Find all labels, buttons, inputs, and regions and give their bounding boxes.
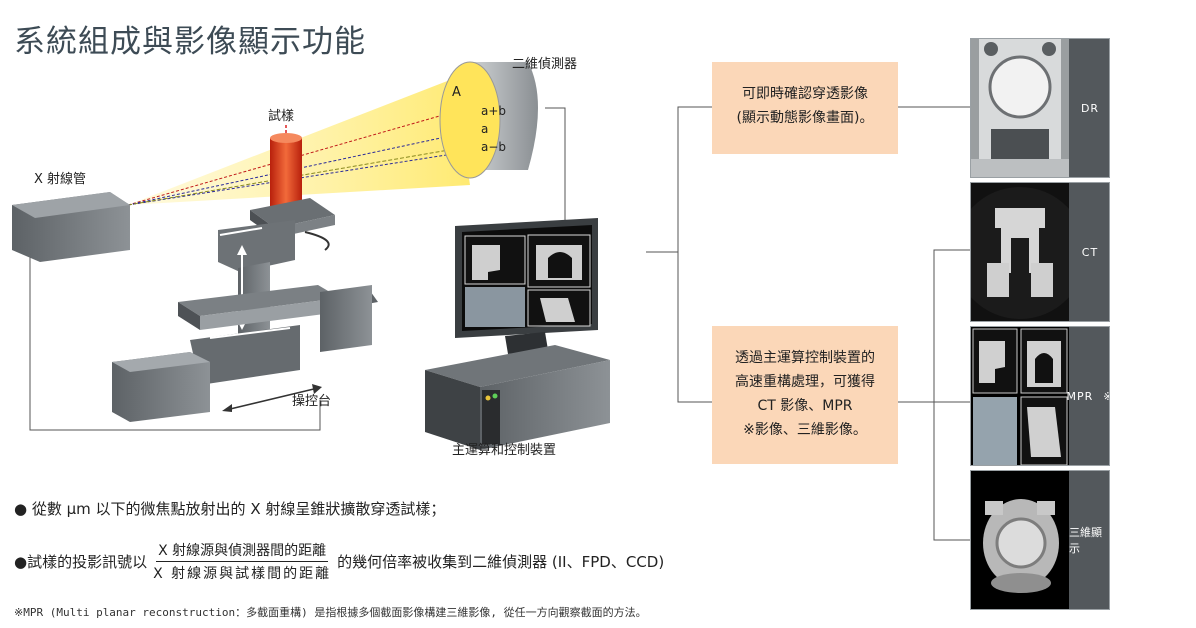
thumb-mpr[interactable]: MPR ※ [970, 326, 1110, 466]
dr-image [971, 39, 1069, 177]
callout-connector [646, 106, 712, 403]
beam-label-apb: a+b [481, 104, 506, 118]
thumb-mpr-mark: ※ [1103, 390, 1109, 403]
computer-tower [425, 370, 480, 450]
callout-reconstruction-line4: ※影像、三維影像。 [743, 422, 867, 438]
detector-screen [439, 61, 501, 179]
thumb-dr[interactable]: DR [970, 38, 1110, 178]
fraction-numerator: X 射線源與偵測器間的距離 [156, 540, 329, 562]
cable-line [29, 240, 321, 431]
callout-reconstruction-line3: CT 影像、MPR [757, 398, 853, 414]
detector-label: 二維偵測器 [512, 57, 577, 72]
threed-image [971, 471, 1069, 609]
footnote: ※MPR (Multi planar reconstruction：多截面重構)… [14, 606, 647, 619]
thumb-ct[interactable]: CT [970, 182, 1110, 322]
system-diagram: A a+b a a−b 二維偵測器 X 射線管 試樣 操控台 [12, 57, 610, 458]
thumb-mpr-label-text: MPR [1066, 389, 1094, 403]
callout-realtime-line1: 可即時確認穿透影像 [742, 86, 868, 102]
mpr-image [971, 327, 1069, 465]
beam-label-A: A [452, 85, 461, 100]
beam-label-a: a [481, 122, 488, 136]
ct-image [971, 187, 1086, 319]
bullet-magnification-prefix: ●試樣的投影訊號以 [14, 553, 148, 571]
controller-label: 主運算和控制裝置 [452, 443, 556, 458]
detector-cable [545, 107, 566, 230]
bullet-magnification: ●試樣的投影訊號以 X 射線源與偵測器間的距離 X 射線源與試樣間的距離 的幾何… [14, 540, 664, 583]
bullet-cone-beam: ● 從數 μm 以下的微焦點放射出的 X 射線呈錐狀擴散穿透試樣； [14, 500, 446, 518]
sample-rod [270, 138, 302, 206]
thumb-connector [898, 106, 970, 541]
stage-label: 操控台 [292, 393, 331, 409]
thumb-3d-label: 三維顯示 [1069, 471, 1109, 609]
thumb-ct-label: CT [1069, 183, 1109, 321]
thumb-mpr-label: MPR ※ [1066, 327, 1109, 465]
thumb-3d[interactable]: 三維顯示 [970, 470, 1110, 610]
sample-label: 試樣 [268, 108, 294, 124]
magnification-fraction: X 射線源與偵測器間的距離 X 射線源與試樣間的距離 [153, 540, 331, 583]
xray-tube-label: X 射線管 [34, 171, 86, 187]
bullet-magnification-suffix: 的幾何倍率被收集到二維偵測器 (II、FPD、CCD) [337, 553, 665, 571]
callout-reconstruction-line2: 高速重構處理，可獲得 [735, 374, 875, 390]
callout-realtime: 可即時確認穿透影像 (顯示動態影像畫面)。 [712, 62, 898, 154]
callout-reconstruction: 透過主運算控制裝置的 高速重構處理，可獲得 CT 影像、MPR ※影像、三維影像… [712, 326, 898, 464]
callout-realtime-line2: (顯示動態影像畫面)。 [736, 110, 874, 126]
page-title: 系統組成與影像顯示功能 [14, 24, 366, 60]
fraction-denominator: X 射線源與試樣間的距離 [153, 566, 332, 582]
thumb-dr-label: DR [1069, 39, 1109, 177]
beam-label-amb: a−b [481, 140, 506, 154]
callout-reconstruction-line1: 透過主運算控制裝置的 [735, 350, 875, 366]
